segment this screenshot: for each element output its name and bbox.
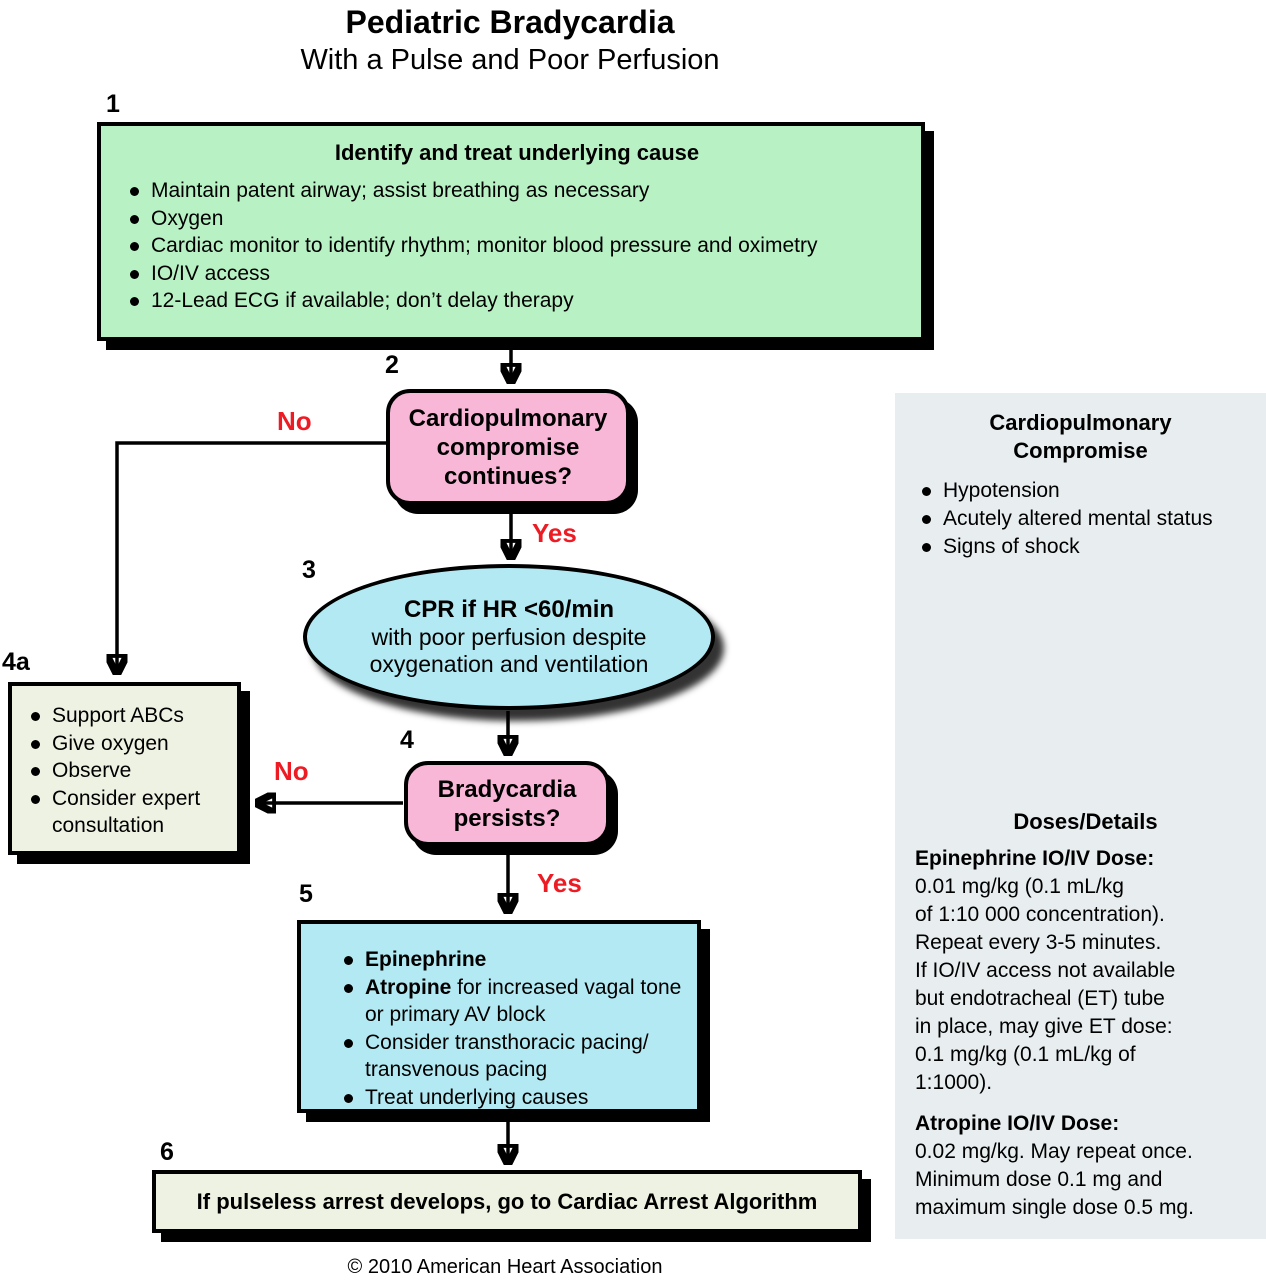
epinephrine-dose-heading: Epinephrine IO/IV Dose: — [915, 847, 1155, 870]
step6-text: If pulseless arrest develops, go to Card… — [196, 1188, 818, 1214]
list-item: Signs of shock — [917, 533, 1266, 561]
step4-bradycardia-decision-box: Bradycardia persists? — [404, 761, 610, 846]
step-number-2: 2 — [385, 351, 399, 379]
step3-line3: oxygenation and ventilation — [369, 651, 649, 677]
step1-heading: Identify and treat underlying cause — [334, 140, 700, 165]
list-item-bold-segment: Epinephrine — [365, 948, 487, 971]
title-block: Pediatric Bradycardia With a Pulse and P… — [0, 2, 1020, 78]
atropine-dose-body: 0.02 mg/kg. May repeat once. Minimum dos… — [915, 1140, 1194, 1219]
list-item: 12-Lead ECG if available; don’t delay th… — [125, 287, 909, 315]
algorithm-subtitle: With a Pulse and Poor Perfusion — [300, 44, 720, 76]
doses-section: Doses/Details Epinephrine IO/IV Dose: 0.… — [895, 808, 1266, 1222]
step3-cpr-ellipse: CPR if HR <60/min with poor perfusion de… — [303, 564, 715, 710]
list-item-segment: Consider transthoracic pacing/ transveno… — [365, 1030, 649, 1082]
list-item-bold-segment: Atropine — [365, 975, 452, 999]
list-item: Consider transthoracic pacing/ transveno… — [339, 1029, 687, 1084]
step3-line2: with poor perfusion despite — [371, 624, 647, 650]
list-item: Atropine for increased vagal tone or pri… — [339, 974, 687, 1029]
list-item: Oxygen — [125, 205, 909, 233]
list-item: Epinephrine — [339, 946, 687, 974]
list-item: Cardiac monitor to identify rhythm; moni… — [125, 232, 909, 260]
branch-label-yes-box2: Yes — [532, 518, 577, 548]
list-item: Support ABCs — [26, 702, 231, 730]
copyright-text: © 2010 American Heart Association — [347, 1256, 663, 1278]
list-item: Consider expert consultation — [26, 785, 231, 840]
step-number-6: 6 — [160, 1138, 174, 1166]
step2-compromise-decision-box: Cardiopulmonary compromise continues? — [386, 389, 630, 505]
step2-question: Cardiopulmonary compromise continues? — [408, 404, 608, 490]
step-number-1: 1 — [106, 90, 120, 118]
branch-label-no-box2: No — [277, 406, 312, 436]
list-item: Acutely altered mental status — [917, 505, 1266, 533]
list-item: Observe — [26, 757, 231, 785]
compromise-title: Cardiopulmonary Compromise — [989, 410, 1172, 463]
atropine-dose-heading: Atropine IO/IV Dose: — [915, 1112, 1120, 1135]
list-item: Give oxygen — [26, 730, 231, 758]
branch-label-yes-box4: Yes — [537, 868, 582, 898]
step1-bullet-list: Maintain patent airway; assist breathing… — [125, 177, 909, 315]
list-item-segment: Treat underlying causes — [365, 1085, 589, 1109]
step3-line1: CPR if HR <60/min — [403, 596, 615, 623]
step6-cardiac-arrest-box: If pulseless arrest develops, go to Card… — [152, 1170, 862, 1233]
step-number-4: 4 — [400, 726, 414, 754]
step1-identify-treat-box: Identify and treat underlying cause Main… — [97, 122, 925, 341]
list-item: Treat underlying causes — [339, 1084, 687, 1112]
step-number-3: 3 — [302, 556, 316, 584]
step4-question: Bradycardia persists? — [437, 775, 577, 832]
step-number-5: 5 — [299, 880, 313, 908]
epinephrine-dose-body: 0.01 mg/kg (0.1 mL/kg of 1:10 000 concen… — [915, 875, 1176, 1094]
step-number-4a: 4a — [2, 648, 30, 676]
list-item: Hypotension — [917, 477, 1266, 505]
list-item: IO/IV access — [125, 260, 909, 288]
doses-title: Doses/Details — [1013, 809, 1158, 834]
list-item-segment: for increased vagal tone or primary AV b… — [365, 975, 682, 1027]
branch-label-no-box4: No — [274, 756, 309, 786]
algorithm-title: Pediatric Bradycardia — [345, 4, 675, 40]
list-item: Maintain patent airway; assist breathing… — [125, 177, 909, 205]
